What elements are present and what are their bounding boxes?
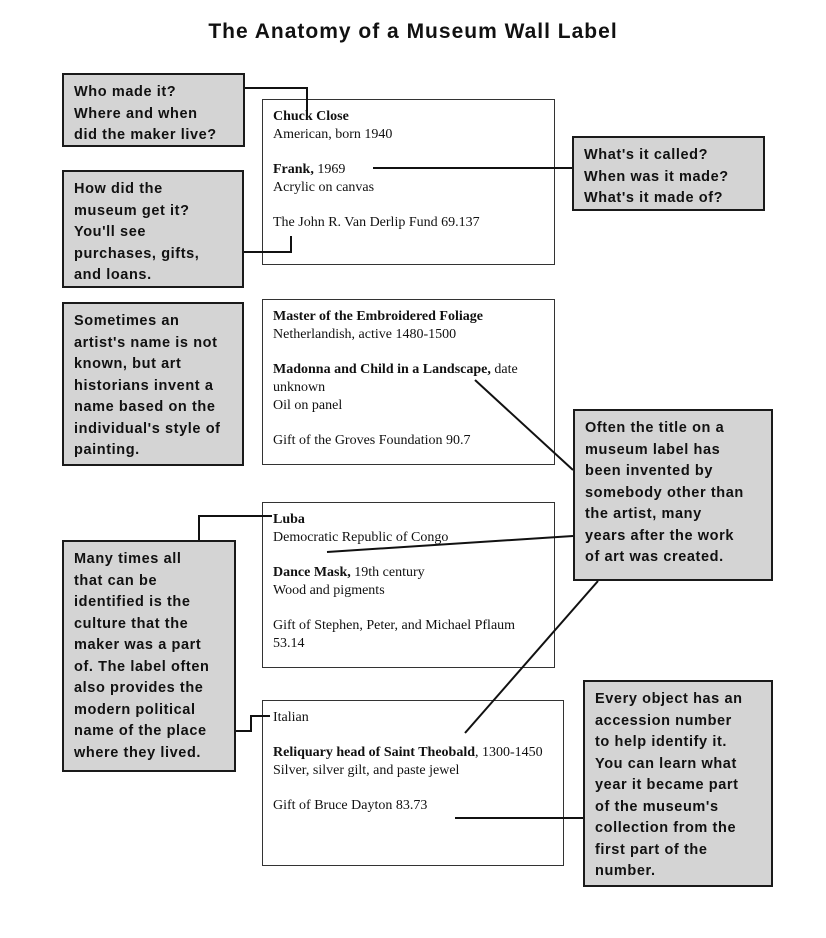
wall-label-italian: Italian Reliquary head of Saint Theobald… <box>262 700 564 866</box>
label-credit: The John R. Van Derlip Fund 69.137 <box>273 215 480 230</box>
callout-culture: Many times all that can be identified is… <box>62 540 236 772</box>
diagram-title: The Anatomy of a Museum Wall Label <box>208 20 618 43</box>
callout-title-info: What's it called? When was it made? What… <box>572 136 765 211</box>
connector-acquisition <box>244 236 292 253</box>
wall-label-embroidered-foliage: Master of the Embroidered Foliage Nether… <box>262 299 555 465</box>
label-title: Reliquary head of Saint Theobald <box>273 745 476 760</box>
connector-maker <box>245 87 308 116</box>
label-date: 1969 <box>313 162 346 177</box>
label-maker-info: Netherlandish, active 1480-1500 <box>273 327 457 342</box>
callout-accession: Every object has an accession number to … <box>583 680 773 887</box>
callout-invented-title: Often the title on a museum label has be… <box>573 409 773 581</box>
label-credit: Gift of the Groves Foundation 90.7 <box>273 433 471 448</box>
wall-label-luba: Luba Democratic Republic of Congo Dance … <box>262 502 555 668</box>
label-date: , 1300-1450 <box>475 745 543 760</box>
callout-unknown-artist: Sometimes an artist's name is not known,… <box>62 302 244 466</box>
label-date: 19th century <box>350 565 425 580</box>
connector-invented-title-madonna <box>474 379 574 471</box>
label-title-line: Madonna and Child in a Landscape, date u… <box>273 361 544 397</box>
label-credit: Gift of Stephen, Peter, and Michael Pfla… <box>273 618 516 651</box>
connector-culture-luba <box>198 515 272 540</box>
label-date: date unknown <box>273 362 518 395</box>
label-title-line: Frank, 1969 <box>273 161 544 179</box>
label-title: Frank, <box>273 162 314 177</box>
label-maker: Chuck Close <box>273 109 349 124</box>
connector-culture-italian <box>236 715 270 732</box>
label-medium: Acrylic on canvas <box>273 180 375 195</box>
label-title: Madonna and Child in a Landscape, <box>273 362 491 377</box>
label-title-line: Reliquary head of Saint Theobald, 1300-1… <box>273 744 553 762</box>
label-medium: Oil on panel <box>273 398 343 413</box>
label-medium: Silver, silver gilt, and paste jewel <box>273 763 460 778</box>
label-maker: Italian <box>273 710 309 725</box>
callout-acquisition: How did the museum get it? You'll see pu… <box>62 170 244 288</box>
connector-invented-title-mask <box>326 535 574 553</box>
label-title: Dance Mask, <box>273 565 351 580</box>
label-medium: Wood and pigments <box>273 583 385 598</box>
label-title-line: Dance Mask, 19th century <box>273 564 544 582</box>
label-maker-info: Democratic Republic of Congo <box>273 530 449 545</box>
callout-maker: Who made it? Where and when did the make… <box>62 73 245 147</box>
label-maker-info: American, born 1940 <box>273 127 393 142</box>
label-credit: Gift of Bruce Dayton 83.73 <box>273 798 428 813</box>
wall-label-chuck-close: Chuck Close American, born 1940 Frank, 1… <box>262 99 555 265</box>
label-maker: Master of the Embroidered Foliage <box>273 309 483 324</box>
label-maker: Luba <box>273 512 305 527</box>
connector-invented-title-reliquary <box>464 580 599 734</box>
